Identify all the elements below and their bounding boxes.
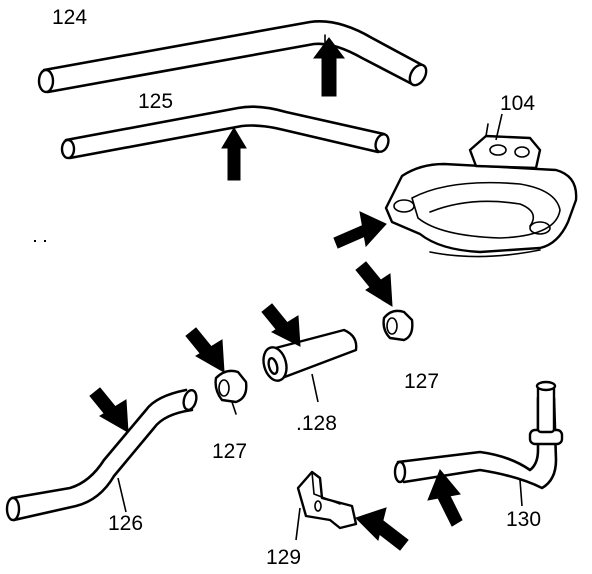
pipe-130: [393, 380, 564, 490]
arrow-127-right: [355, 261, 393, 307]
arrow-127-left: [185, 327, 225, 373]
tube-128: [262, 328, 358, 382]
arrow-126: [89, 387, 129, 433]
leader-129: [295, 507, 301, 541]
label-129: 129: [266, 546, 301, 569]
arrow-128: [261, 303, 301, 347]
label-130: 130: [506, 508, 541, 531]
hose-125: [60, 105, 390, 160]
arrow-104: [333, 211, 387, 249]
label-124: 124: [52, 6, 87, 29]
arrow-125: [221, 127, 247, 181]
leader-104: [495, 113, 503, 141]
hose-126: [5, 388, 198, 522]
leader-128: [311, 373, 319, 403]
label-127-right: 127: [404, 370, 439, 393]
label-104: 104: [500, 92, 535, 115]
arrow-129: [355, 507, 409, 551]
hose-124: [37, 20, 428, 94]
clamp-127-right: [382, 309, 414, 342]
label-126: 126: [108, 512, 143, 535]
label-125: 125: [138, 90, 173, 113]
bracket-129: [296, 470, 358, 530]
specks: [34, 240, 46, 242]
housing-104: [384, 123, 578, 258]
leader-130: [519, 479, 523, 507]
arrow-130: [427, 469, 463, 527]
label-127-left: 127: [212, 440, 247, 463]
label-128: .128: [296, 412, 337, 435]
leader-126: [117, 477, 127, 513]
arrow-124: [313, 37, 345, 97]
clamp-127-left: [214, 369, 248, 415]
